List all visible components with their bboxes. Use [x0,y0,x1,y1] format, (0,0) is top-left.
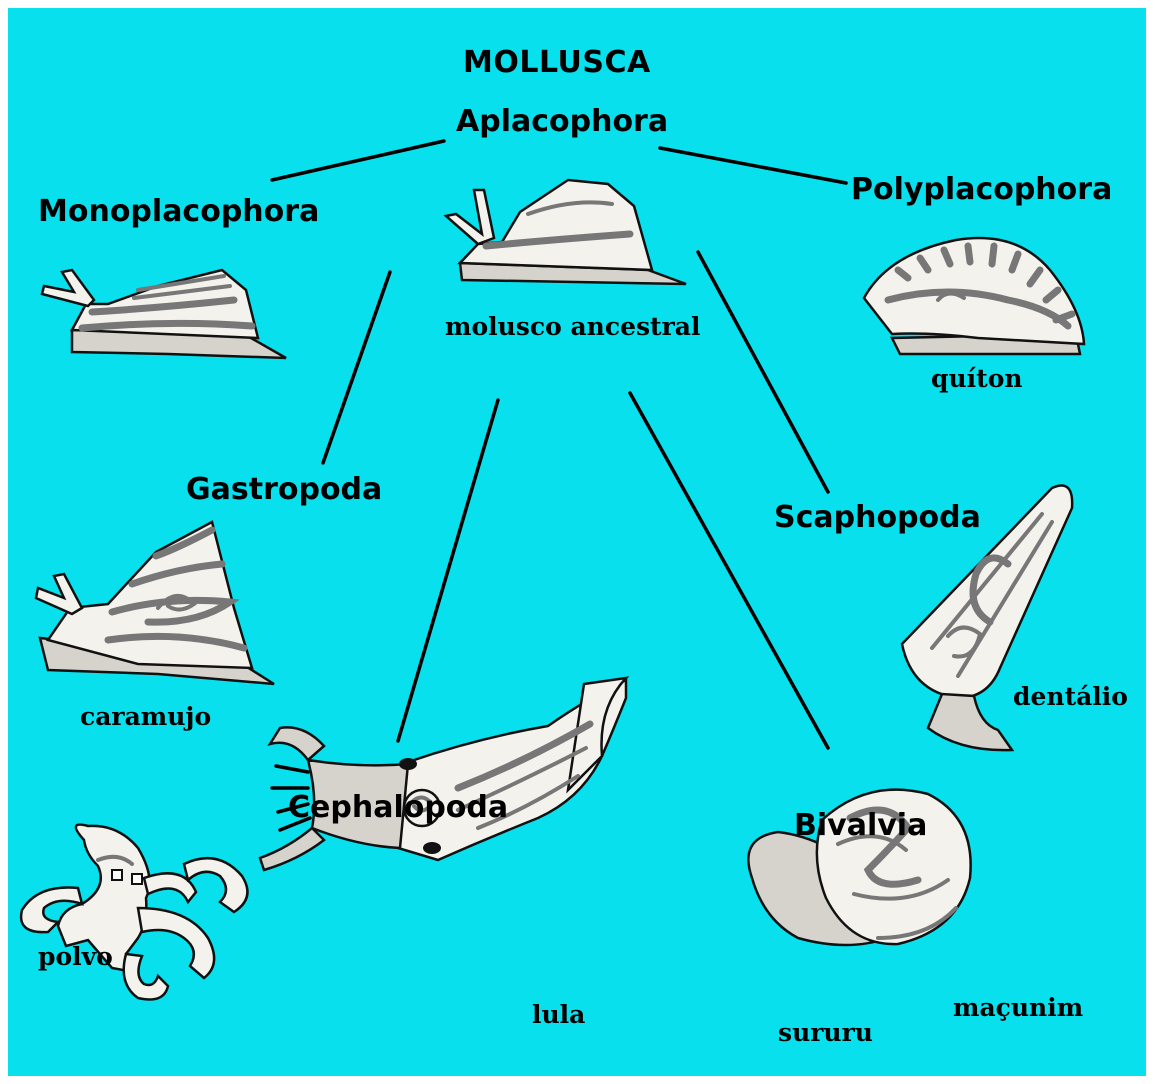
taxon-gastropoda: Gastropoda [186,472,382,507]
label-dentalio: dentálio [1013,682,1128,711]
label-polvo: polvo [38,942,113,971]
taxon-cephalopoda: Cephalopoda [288,790,508,825]
taxon-scaphopoda: Scaphopoda [774,500,981,535]
label-caramujo: caramujo [80,702,211,731]
diagram-canvas: MOLLUSCA Aplacophora Monoplacophora Poly… [8,8,1146,1076]
label-lula: lula [532,1000,585,1029]
bivalve-icon [8,8,1146,1076]
label-sururu: sururu [778,1018,873,1047]
diagram-title: MOLLUSCA [463,45,651,80]
label-macunim: maçunim [953,993,1083,1022]
taxon-bivalvia: Bivalvia [794,808,927,843]
taxon-aplacophora: Aplacophora [456,104,668,139]
taxon-monoplacophora: Monoplacophora [38,194,319,229]
label-quiton: quíton [931,364,1023,393]
label-molusco-ancestral: molusco ancestral [445,312,700,341]
taxon-polyplacophora: Polyplacophora [851,172,1112,207]
